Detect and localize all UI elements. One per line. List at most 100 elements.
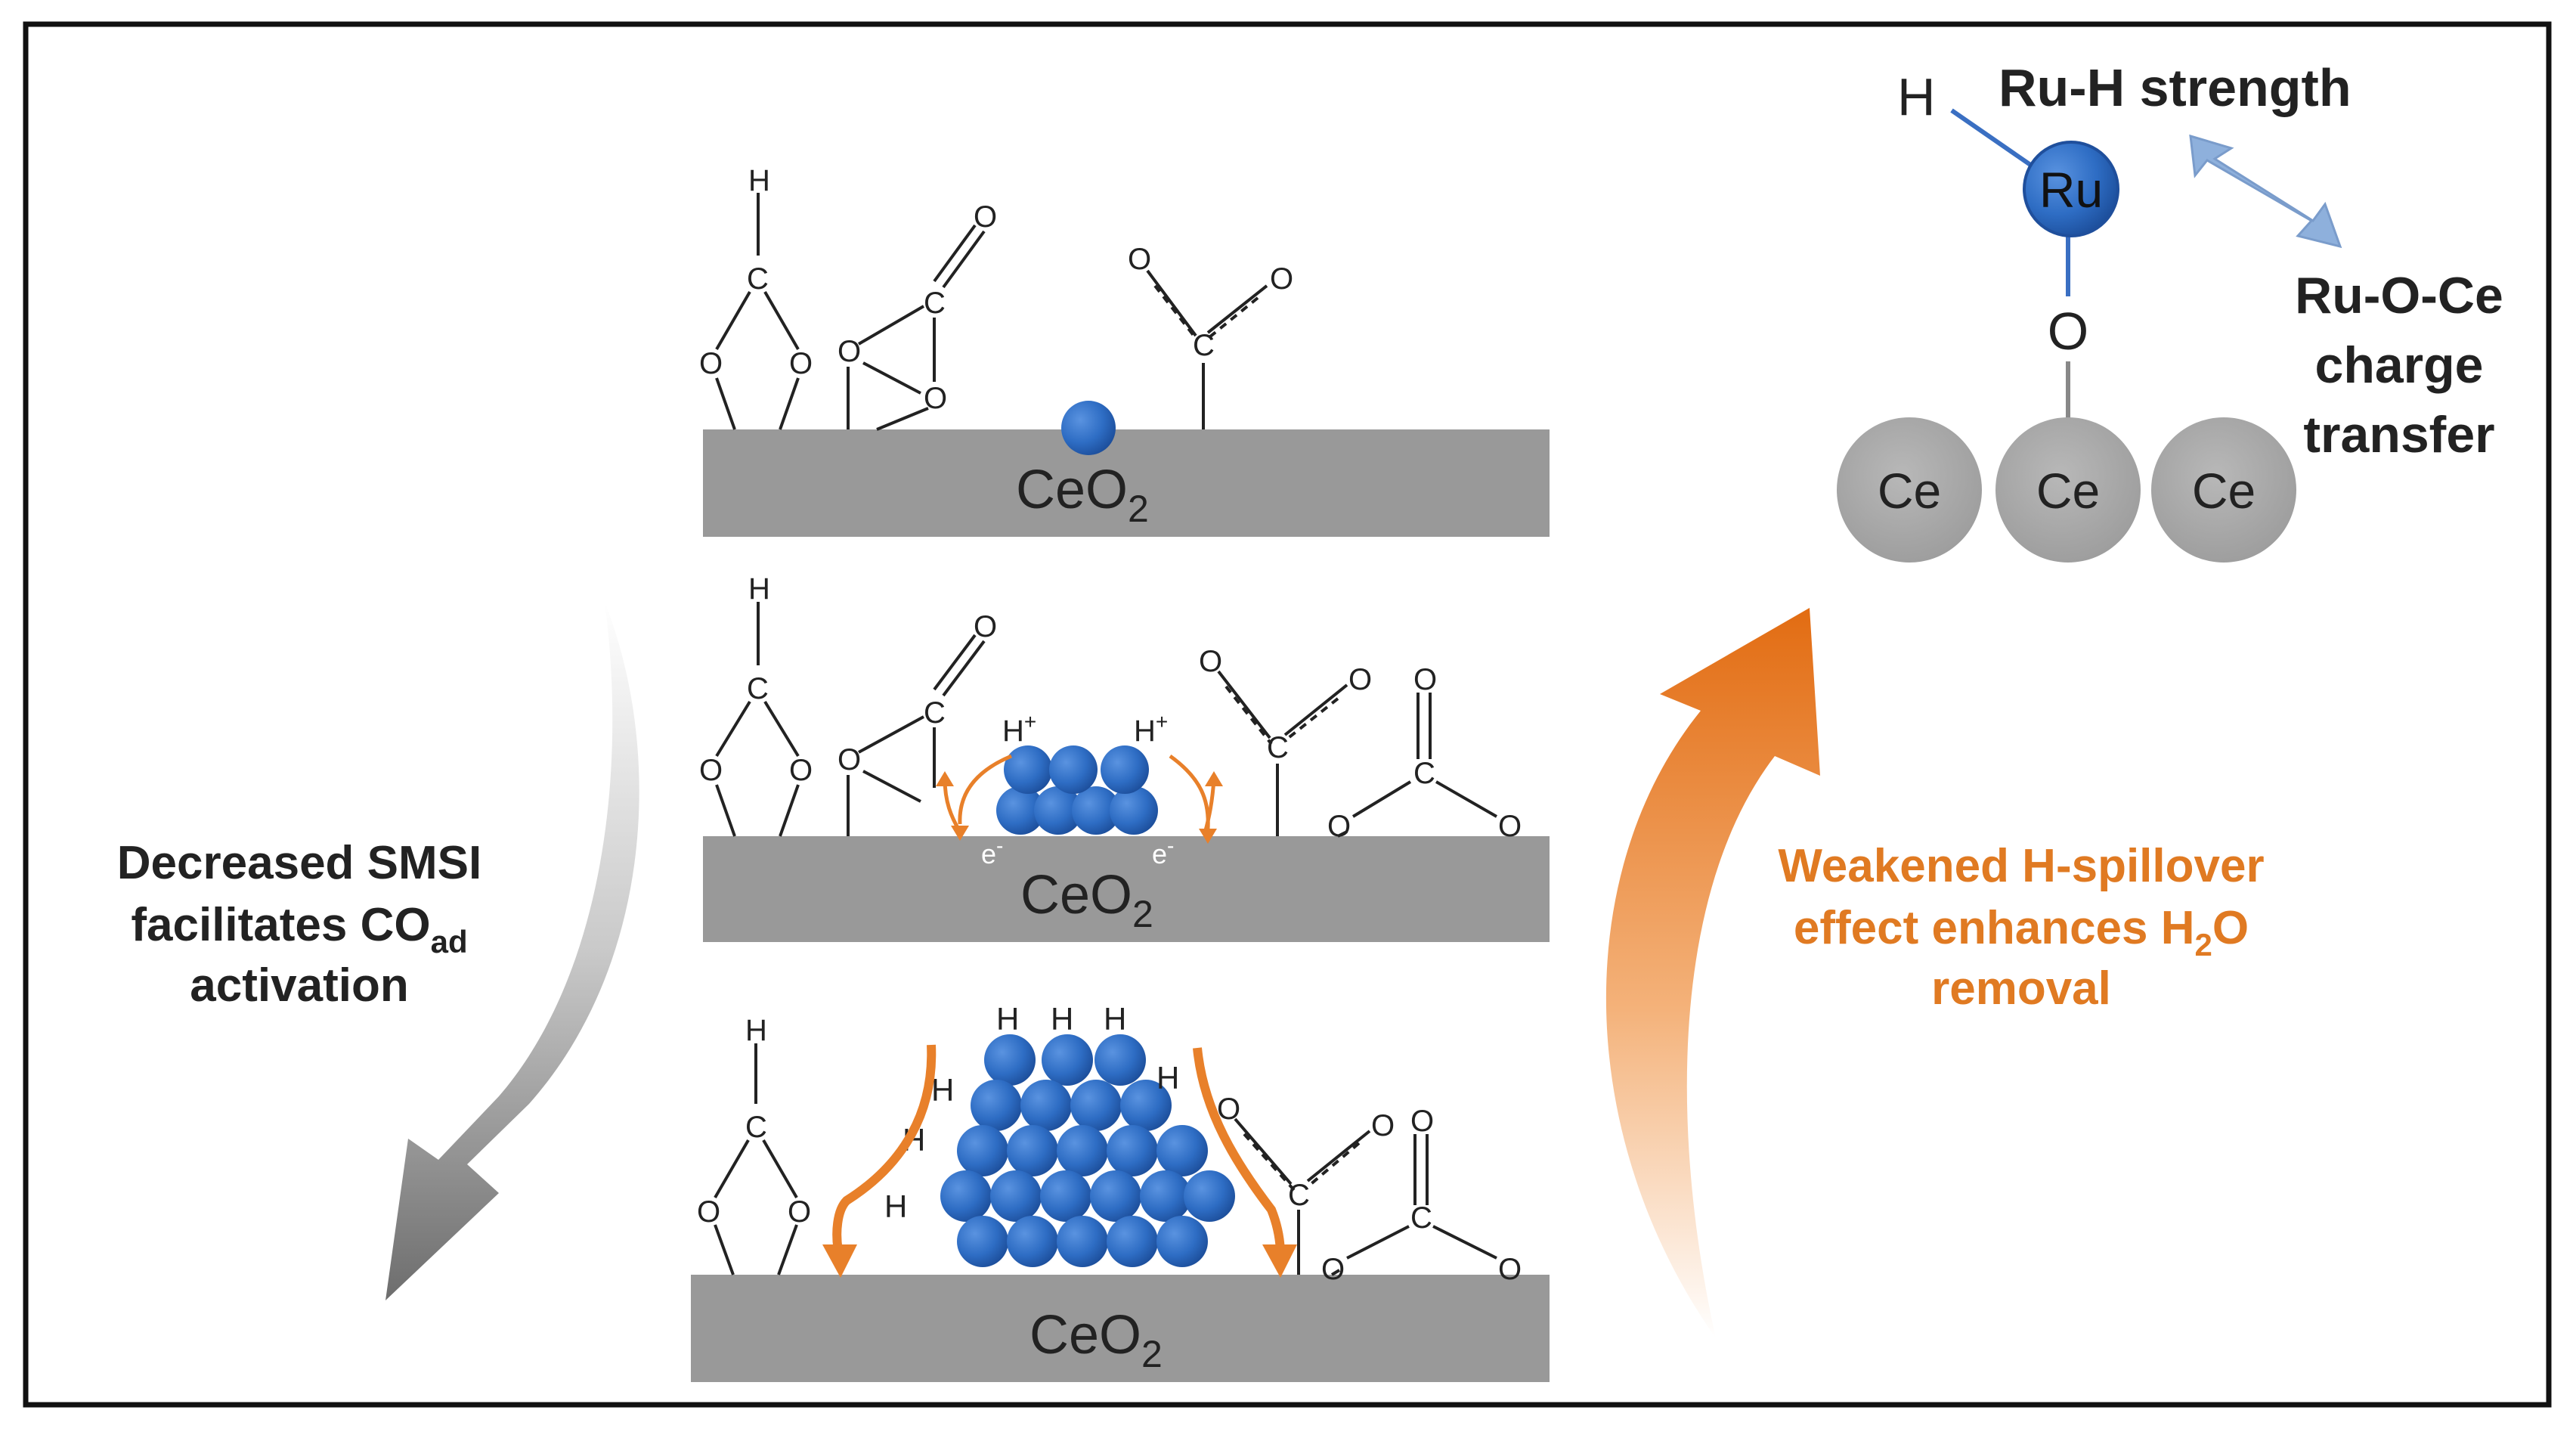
ceo2-slab-bottom xyxy=(691,1275,1550,1382)
ru-ball xyxy=(1020,1080,1072,1131)
ru-ball xyxy=(1101,745,1149,794)
inset-o-label: O xyxy=(2048,302,2088,361)
panel2-spillover-arrowheads xyxy=(936,771,1223,844)
svg-text:O: O xyxy=(1321,1253,1345,1286)
ru-atom xyxy=(2023,141,2119,237)
surface-h-label: H xyxy=(884,1189,907,1224)
panel1-formate-atoms: H C O O xyxy=(699,164,813,380)
svg-text:H: H xyxy=(745,1014,767,1047)
ceo2-slab-middle xyxy=(703,836,1550,942)
right-annotation: Weakened H-spillover effect enhances H2O… xyxy=(1778,840,2264,1015)
gray-curved-arrow xyxy=(385,602,639,1300)
panel1-carboxylate-atoms: O O C xyxy=(1128,243,1293,362)
ru-ball xyxy=(1107,1216,1158,1267)
svg-text:H: H xyxy=(748,164,770,197)
ru-ball xyxy=(1049,745,1098,794)
ru-ball xyxy=(1140,1170,1191,1222)
svg-text:O: O xyxy=(789,754,813,787)
ru-ball xyxy=(1184,1170,1235,1222)
ru-ball xyxy=(940,1170,992,1222)
panel2-carbonate-bidentate xyxy=(847,634,986,836)
surface-h-label: H xyxy=(1051,1001,1073,1037)
h-plus-right: H+ xyxy=(1134,710,1168,748)
ce-atom-1-label: Ce xyxy=(1878,463,1941,519)
panel3-carboxylate xyxy=(1234,1117,1371,1275)
panel3-formate-atoms: H C O O xyxy=(697,1014,811,1229)
panel1-formate-bidentate xyxy=(715,193,800,430)
svg-text:C: C xyxy=(924,696,946,730)
svg-text:O: O xyxy=(1199,645,1222,678)
left-annotation: Decreased SMSI facilitates COad activati… xyxy=(117,837,481,1012)
ru-atom-label: Ru xyxy=(2039,162,2103,218)
panel2-formate-bidentate xyxy=(715,602,800,837)
panel3-spillover-arrow-right xyxy=(1193,1047,1285,1256)
ce-atom-3 xyxy=(2151,417,2296,563)
outer-frame xyxy=(23,21,2552,1408)
svg-text:O: O xyxy=(1128,243,1151,276)
panel1-carboxylate xyxy=(1146,269,1268,429)
ceo2-slab-top xyxy=(703,429,1550,537)
svg-text:O: O xyxy=(974,610,997,643)
svg-text:H: H xyxy=(748,572,770,606)
svg-text:O: O xyxy=(1498,810,1522,843)
ru-ball xyxy=(996,786,1045,835)
panel2-formate-atoms: H C O O xyxy=(699,572,813,787)
ce-atom-1 xyxy=(1837,417,1982,563)
svg-text:O: O xyxy=(974,200,997,234)
ceo2-label-top: CeO2 xyxy=(1016,460,1149,530)
svg-text:transfer: transfer xyxy=(2303,406,2494,463)
charge-transfer-label: Ru-O-Ce charge transfer xyxy=(2295,267,2503,463)
ru-cluster-large xyxy=(940,1034,1235,1267)
svg-text:O: O xyxy=(788,1195,811,1229)
svg-text:O: O xyxy=(1413,663,1437,696)
ru-ball xyxy=(1072,786,1120,835)
panel1-carbonate-bidentate xyxy=(847,224,986,431)
ce-atom-2 xyxy=(1995,417,2141,563)
svg-text:C: C xyxy=(747,672,769,705)
svg-text:O: O xyxy=(924,382,947,415)
svg-text:C: C xyxy=(1413,757,1435,790)
double-headed-arrow xyxy=(2189,134,2342,249)
svg-text:O: O xyxy=(838,335,861,368)
ru-ball xyxy=(1070,1080,1122,1131)
svg-text:O: O xyxy=(1410,1105,1434,1138)
surface-h-label: H xyxy=(931,1072,954,1108)
svg-text:Ru-O-Ce: Ru-O-Ce xyxy=(2295,267,2503,324)
panel2-carboxylate-atoms: O O C xyxy=(1199,645,1372,764)
panel3-spillover-arrowhead-right xyxy=(1262,1244,1297,1278)
h-plus-left: H+ xyxy=(1002,710,1036,748)
electron-right: e- xyxy=(1152,834,1174,869)
ru-ball xyxy=(971,1080,1022,1131)
ru-cluster-small xyxy=(996,745,1158,835)
panel3-spillover-arrowhead-left xyxy=(822,1244,857,1278)
surface-h-label: H xyxy=(1156,1060,1179,1096)
ru-ball xyxy=(1120,1080,1172,1131)
svg-text:C: C xyxy=(1410,1201,1432,1235)
svg-text:O: O xyxy=(699,754,723,787)
ru-ball xyxy=(957,1216,1008,1267)
svg-text:O: O xyxy=(699,347,723,380)
ru-single-atom xyxy=(1061,401,1116,455)
panel3-formate-bidentate xyxy=(714,1043,798,1275)
ce-atom-3-label: Ce xyxy=(2192,463,2256,519)
ru-ball xyxy=(1007,1216,1058,1267)
svg-text:charge: charge xyxy=(2315,336,2484,394)
svg-text:O: O xyxy=(1371,1109,1395,1142)
ru-ball xyxy=(1156,1216,1208,1267)
ru-ball xyxy=(1094,1034,1146,1086)
ru-ball xyxy=(990,1170,1042,1222)
svg-text:C: C xyxy=(1267,731,1289,764)
svg-text:O: O xyxy=(838,743,861,776)
svg-text:O: O xyxy=(789,347,813,380)
svg-text:O: O xyxy=(697,1195,720,1229)
ru-ball xyxy=(1057,1216,1108,1267)
svg-text:C: C xyxy=(745,1111,767,1144)
inset-diagram: H Ru O Ce Ce Ce Ru-H strength Ru-O-Ce ch… xyxy=(1837,58,2503,563)
left-annotation-line2: facilitates COad xyxy=(131,899,467,959)
right-annotation-line2: effect enhances H2O xyxy=(1794,902,2249,962)
svg-text:C: C xyxy=(747,262,769,296)
panel3-spillover-arrow-left xyxy=(832,1044,937,1257)
ru-ball xyxy=(957,1125,1008,1176)
svg-text:C: C xyxy=(924,287,946,320)
